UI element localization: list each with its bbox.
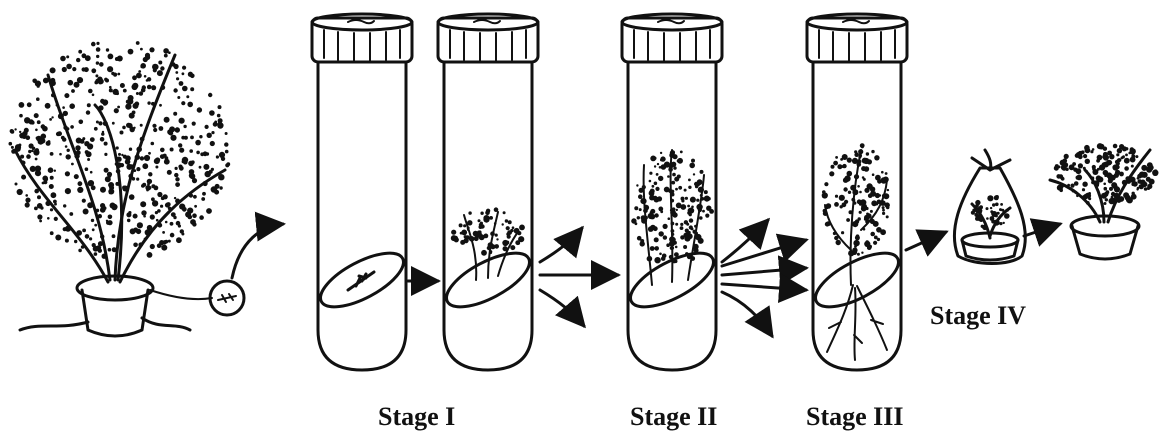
arrow-stage-iii-to-iv <box>906 232 946 250</box>
mother-plant <box>9 41 231 336</box>
stage-iii-label: Stage III <box>806 402 904 432</box>
culture-tube-1 <box>312 14 412 370</box>
stage-iv-label: Stage IV <box>930 301 1026 331</box>
final-potted-plant <box>1050 143 1159 259</box>
stage-i-label: Stage I <box>378 402 455 432</box>
bagged-plantlet <box>954 150 1025 264</box>
culture-tube-3 <box>622 14 722 370</box>
stage-ii-label: Stage II <box>630 402 717 432</box>
arrows-stage-ii-to-iii <box>722 220 806 336</box>
arrow-to-stage-i <box>232 224 283 278</box>
arrows-stage-i-to-ii <box>540 228 618 326</box>
arrow-to-final-plant <box>1024 224 1060 236</box>
explant-circle <box>150 281 244 315</box>
culture-tube-2 <box>438 14 538 370</box>
culture-tube-4 <box>807 14 907 370</box>
